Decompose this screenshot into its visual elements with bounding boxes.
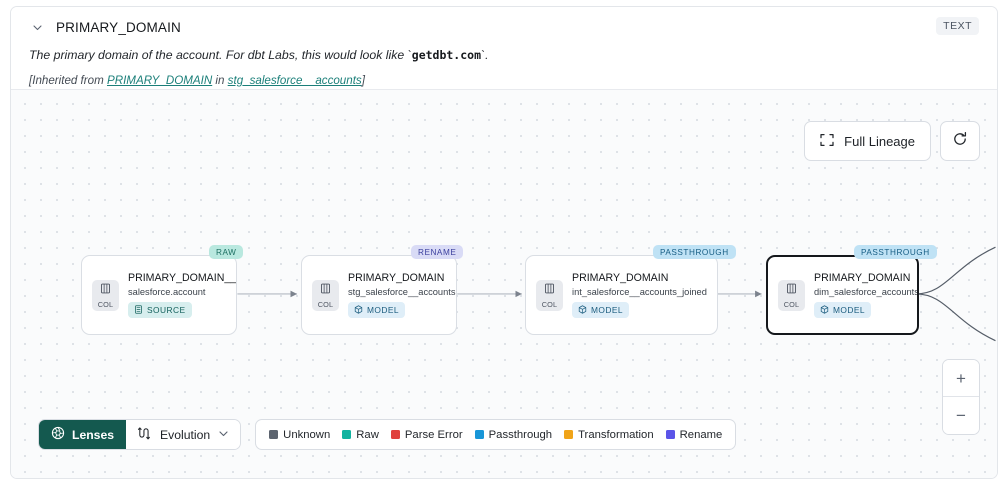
lineage-node[interactable]: COL PRIMARY_DOMAIN int_salesforce__accou…: [525, 255, 718, 335]
description-suffix: `.: [481, 48, 489, 62]
node-type-badge: MODEL: [348, 302, 406, 318]
canvas-top-controls: Full Lineage: [804, 121, 980, 161]
legend-item: Transformation: [564, 429, 654, 441]
flow-icon: [137, 426, 152, 444]
evolution-dropdown[interactable]: Evolution: [126, 420, 241, 449]
legend-item: Parse Error: [390, 428, 463, 441]
column-description: The primary domain of the account. For d…: [29, 47, 979, 64]
node-title: PRIMARY_DOMAIN: [572, 272, 669, 284]
node-body: PRIMARY_DOMAIN__C salesforce.account SOU…: [128, 272, 236, 318]
full-lineage-label: Full Lineage: [844, 133, 915, 149]
legend-swatch: [474, 430, 484, 439]
legend-item: Rename: [665, 428, 723, 441]
column-icon-label: COL: [317, 300, 334, 309]
expand-corners-icon: [820, 133, 834, 150]
legend-swatch: [390, 430, 400, 439]
status-badge: TEXT: [936, 17, 979, 35]
page-title: PRIMARY_DOMAIN: [56, 19, 181, 35]
lineage-canvas[interactable]: Full Lineage RAW COL PRIMARY_DOMAIN__C s…: [11, 89, 997, 478]
node-subtitle: dim_salesforce_accounts: [814, 287, 917, 297]
cube-icon: [578, 304, 587, 316]
column-icon: COL: [92, 279, 119, 311]
aperture-icon: [51, 426, 65, 443]
node-type-label: MODEL: [367, 305, 400, 315]
refresh-icon: [952, 131, 968, 152]
cube-icon: [354, 304, 363, 316]
columns-icon: [786, 281, 797, 299]
panel-header: PRIMARY_DOMAIN TEXT The primary domain o…: [11, 7, 997, 89]
columns-icon: [320, 281, 331, 299]
node-type-label: SOURCE: [147, 305, 186, 315]
node-type-badge: MODEL: [814, 302, 872, 318]
zoom-controls: + −: [942, 359, 980, 435]
legend-swatch: [269, 430, 279, 439]
node-type-badge: MODEL: [572, 302, 630, 318]
inherited-suffix: ]: [361, 73, 365, 87]
column-icon-label: COL: [97, 300, 114, 309]
node-type-badge: SOURCE: [128, 302, 192, 318]
description-prefix: The primary domain of the account. For d…: [29, 48, 412, 62]
node-body: PRIMARY_DOMAIN dim_salesforce_accounts M…: [814, 272, 917, 318]
columns-icon: [544, 281, 555, 299]
columns-icon: [100, 281, 111, 299]
node-subtitle: int_salesforce__accounts_joined: [572, 287, 707, 297]
lineage-node[interactable]: COL PRIMARY_DOMAIN__C salesforce.account…: [81, 255, 237, 335]
legend-swatch: [342, 430, 352, 439]
node-type-label: MODEL: [833, 305, 866, 315]
lineage-node[interactable]: COL PRIMARY_DOMAIN stg_salesforce__accou…: [301, 255, 457, 335]
column-icon: COL: [312, 279, 339, 311]
chevron-down-icon[interactable]: [29, 19, 45, 35]
inherited-prefix: [Inherited from: [29, 73, 107, 87]
header-title-row: PRIMARY_DOMAIN: [29, 7, 979, 40]
lineage-legend: Unknown Raw Parse Error Passthrough Tran…: [255, 419, 737, 450]
zoom-out-button[interactable]: −: [943, 397, 979, 434]
legend-item: Unknown: [269, 429, 330, 441]
inherited-model-link[interactable]: stg_salesforce__accounts: [227, 73, 362, 87]
inherited-from-note: [Inherited from PRIMARY_DOMAIN in stg_sa…: [29, 74, 979, 87]
node-title: PRIMARY_DOMAIN__C: [128, 272, 236, 284]
legend-label: Parse Error: [404, 428, 463, 441]
refresh-button[interactable]: [940, 121, 980, 161]
database-icon: [134, 304, 143, 316]
description-code: getdbt.com: [411, 48, 482, 62]
column-detail-panel: PRIMARY_DOMAIN TEXT The primary domain o…: [10, 6, 998, 479]
node-subtitle: salesforce.account: [128, 287, 206, 297]
node-subtitle: stg_salesforce__accounts: [348, 287, 456, 297]
node-body: PRIMARY_DOMAIN stg_salesforce__accounts …: [348, 272, 456, 318]
lenses-label: Lenses: [72, 427, 115, 442]
zoom-in-button[interactable]: +: [943, 360, 979, 397]
lenses-button[interactable]: Lenses: [39, 420, 127, 449]
evolution-label: Evolution: [160, 427, 211, 442]
legend-item: Raw: [342, 429, 379, 441]
node-status-pill: PASSTHROUGH: [854, 245, 937, 259]
inherited-mid: in: [212, 73, 228, 87]
column-icon: COL: [536, 279, 563, 311]
node-status-pill: PASSTHROUGH: [653, 245, 736, 259]
legend-swatch: [665, 430, 675, 439]
lenses-evolution-group: Lenses Evolution: [38, 419, 242, 450]
node-title: PRIMARY_DOMAIN: [814, 272, 911, 284]
node-status-pill: RAW: [209, 245, 244, 259]
full-lineage-button[interactable]: Full Lineage: [804, 121, 931, 161]
lineage-node-selected[interactable]: COL PRIMARY_DOMAIN dim_salesforce_accoun…: [766, 255, 919, 335]
legend-label: Transformation: [578, 428, 654, 441]
legend-label: Rename: [679, 428, 723, 441]
node-body: PRIMARY_DOMAIN int_salesforce__accounts_…: [572, 272, 707, 318]
cube-icon: [820, 304, 829, 316]
chevron-down-icon: [218, 428, 229, 442]
column-icon: COL: [778, 279, 805, 311]
canvas-bottom-toolbar: Lenses Evolution: [38, 419, 737, 450]
legend-swatch: [564, 430, 574, 439]
node-status-pill: RENAME: [411, 245, 464, 259]
node-title: PRIMARY_DOMAIN: [348, 272, 445, 284]
column-icon-label: COL: [541, 300, 558, 309]
legend-label: Unknown: [283, 428, 331, 441]
column-icon-label: COL: [783, 300, 800, 309]
legend-label: Passthrough: [488, 428, 553, 441]
legend-item: Passthrough: [474, 428, 553, 441]
legend-label: Raw: [356, 428, 379, 441]
node-type-label: MODEL: [591, 305, 624, 315]
inherited-column-link[interactable]: PRIMARY_DOMAIN: [106, 73, 213, 87]
